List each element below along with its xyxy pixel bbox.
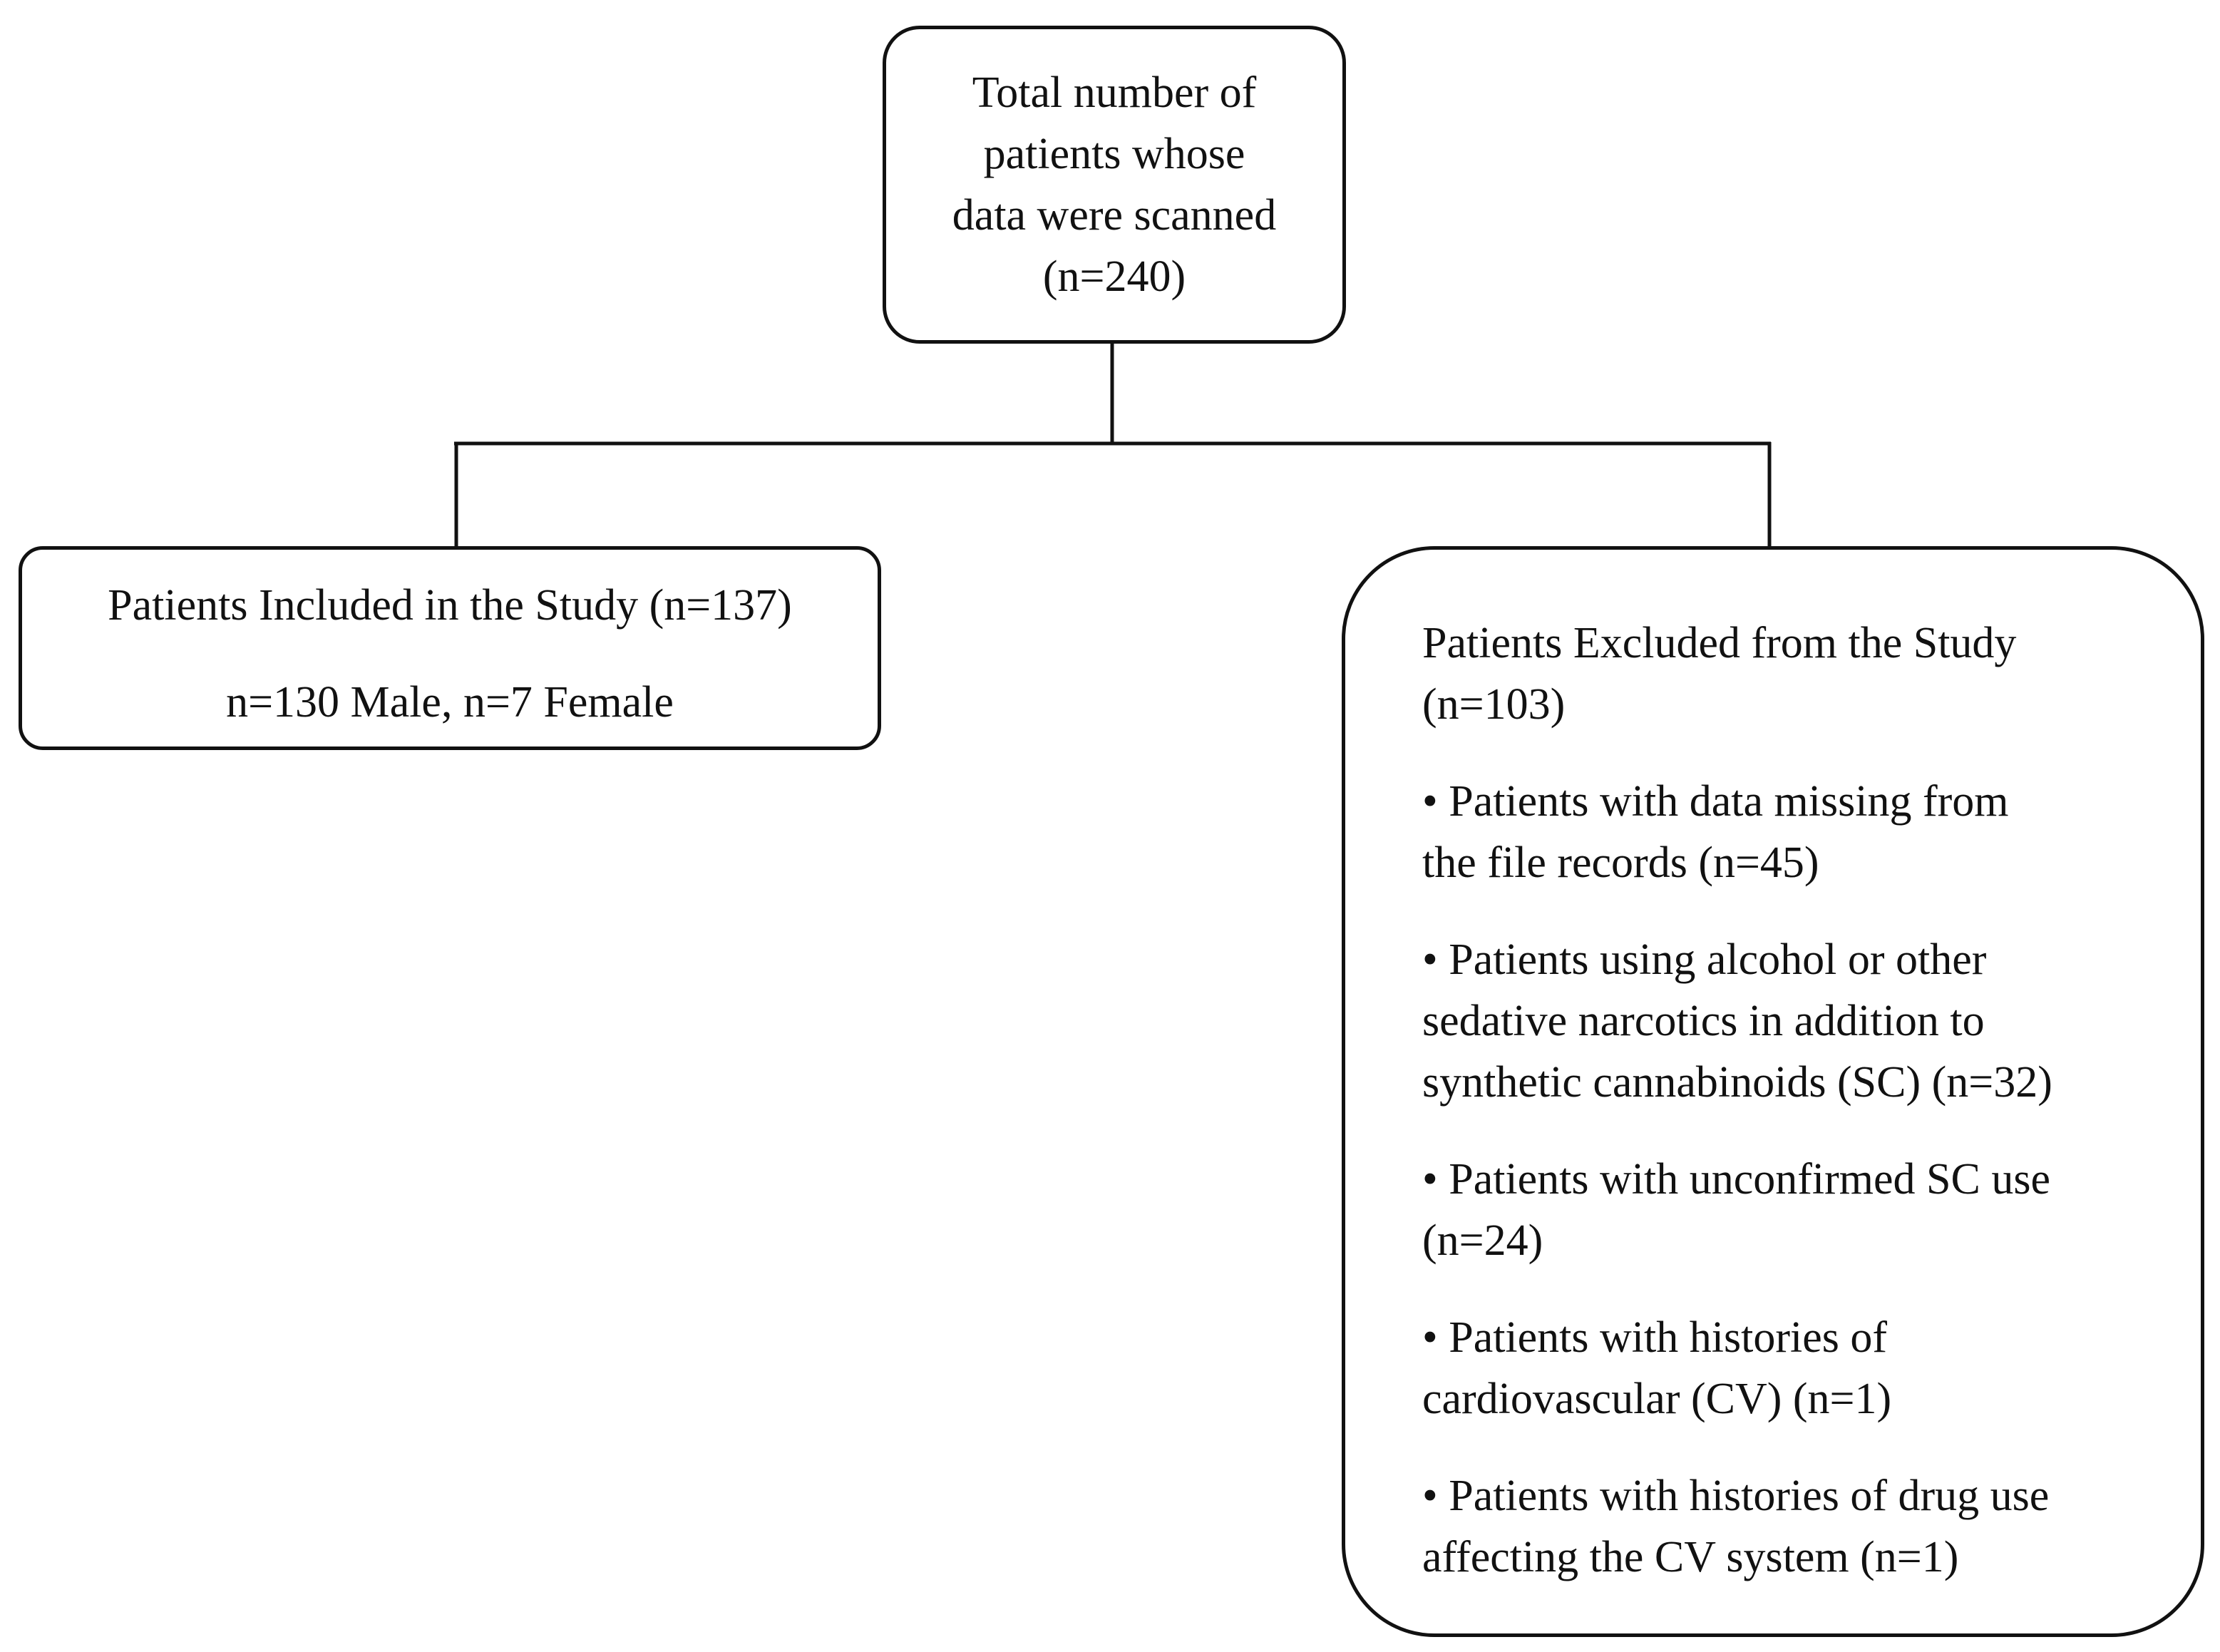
exclusion-item-missing-data: • Patients with data missing from the fi… <box>1422 771 2172 893</box>
exclusion-item-line: • Patients using alcohol or other <box>1422 935 1987 984</box>
total-line-1: Total number of <box>972 68 1257 117</box>
included-patients-box: Patients Included in the Study (n=137) n… <box>19 546 881 750</box>
exclusion-item-line: • Patients with data missing from <box>1422 777 2009 826</box>
exclusion-item-line: • Patients with histories of drug use <box>1422 1472 2050 1520</box>
exclusion-item-line: cardiovascular (CV) (n=1) <box>1422 1375 1892 1423</box>
excluded-title-line-2: (n=103) <box>1422 680 1566 729</box>
exclusion-item-cv-history: • Patients with histories of cardiovascu… <box>1422 1307 2172 1430</box>
exclusion-item-alcohol-narcotics: • Patients using alcohol or other sedati… <box>1422 929 2172 1113</box>
exclusion-item-unconfirmed-sc: • Patients with unconfirmed SC use (n=24… <box>1422 1149 2172 1271</box>
excluded-title-line-1: Patients Excluded from the Study <box>1422 619 2017 667</box>
exclusion-item-line: • Patients with unconfirmed SC use <box>1422 1155 2051 1204</box>
exclusion-item-line: the file records (n=45) <box>1422 838 1819 887</box>
exclusion-item-line: affecting the CV system (n=1) <box>1422 1533 1959 1581</box>
excluded-patients-box: Patients Excluded from the Study (n=103)… <box>1342 546 2204 1637</box>
exclusion-item-line: • Patients with histories of <box>1422 1313 1887 1362</box>
total-line-2: patients whose <box>983 130 1245 178</box>
exclusion-item-line: sedative narcotics in addition to <box>1422 997 1985 1045</box>
included-gender-breakdown: n=130 Male, n=7 Female <box>226 678 674 727</box>
exclusion-item-line: synthetic cannabinoids (SC) (n=32) <box>1422 1058 2052 1107</box>
total-patients-box: Total number of patients whose data were… <box>883 26 1346 344</box>
exclusion-item-line: (n=24) <box>1422 1216 1543 1265</box>
exclusion-item-cv-drug-use: • Patients with histories of drug use af… <box>1422 1465 2172 1588</box>
total-line-3: data were scanned <box>952 191 1277 240</box>
included-title: Patients Included in the Study (n=137) <box>108 581 792 630</box>
total-line-4: (n=240) <box>1042 252 1186 301</box>
excluded-title: Patients Excluded from the Study (n=103) <box>1422 612 2172 735</box>
